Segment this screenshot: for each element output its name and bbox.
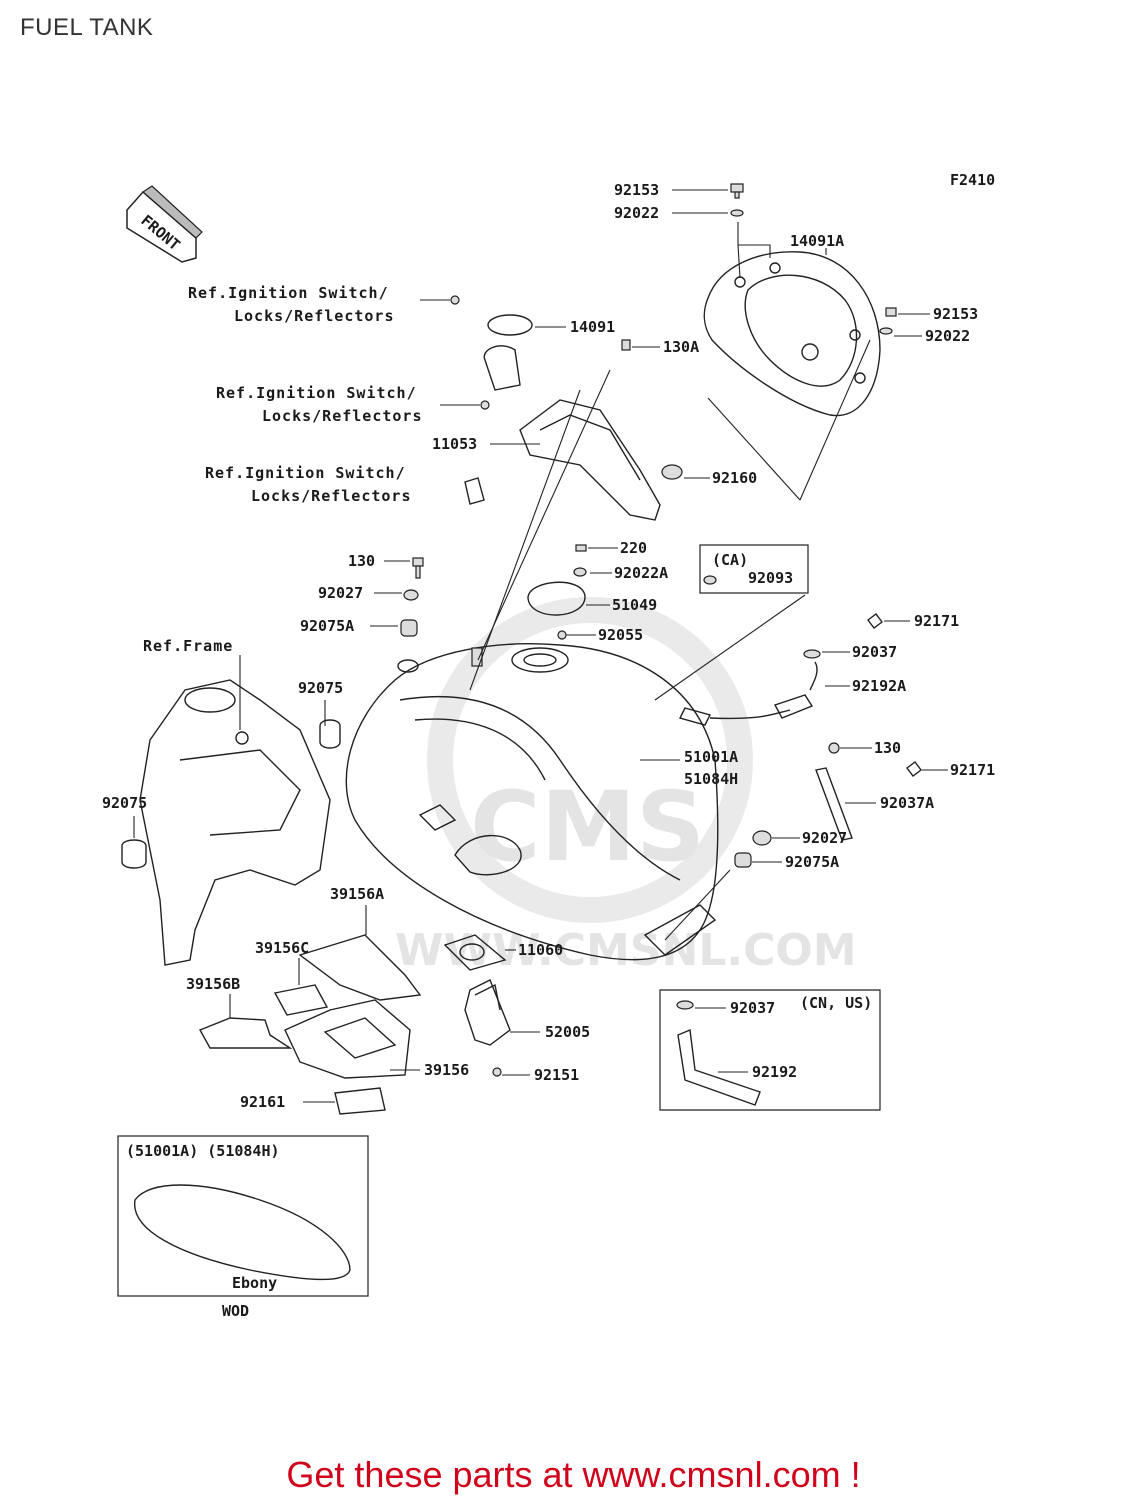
- fuel-cap: [400, 557, 586, 640]
- part-92022-top: 92022: [614, 204, 659, 222]
- part-92171-upper: 92171: [914, 612, 959, 630]
- leader-lines: [133, 189, 948, 1103]
- part-39156b: 39156B: [186, 975, 240, 993]
- part-11060: 11060: [518, 941, 563, 959]
- part-220: 220: [620, 539, 647, 557]
- inset-part: Ebony: [232, 1274, 277, 1292]
- part-labels: 92153 92022 14091A 92153 92022 14091 130…: [102, 181, 995, 1111]
- part-92075a-upper: 92075A: [300, 617, 354, 635]
- part-92027-upper: 92027: [318, 584, 363, 602]
- fuel-pump: [443, 934, 511, 1077]
- footer-cta-link[interactable]: Get these parts at www.cmsnl.com !: [286, 1454, 861, 1495]
- part-39156a: 39156A: [330, 885, 384, 903]
- part-92171-lower: 92171: [950, 761, 995, 779]
- fuel-tank-body: [345, 643, 719, 961]
- ref-ignition-2-line1: Ref.Ignition Switch/: [216, 384, 417, 402]
- watermark-url: WWW.CMSNL.COM: [395, 925, 857, 976]
- part-92093: 92093: [748, 569, 793, 587]
- part-92153-top: 92153: [614, 181, 659, 199]
- page-title: FUEL TANK: [20, 14, 154, 41]
- watermark: CMS WWW.CMSNL.COM: [395, 597, 857, 976]
- part-39156c: 39156C: [255, 939, 309, 957]
- part-92055: 92055: [598, 626, 643, 644]
- part-51049: 51049: [612, 596, 657, 614]
- part-51084h: 51084H: [684, 770, 738, 788]
- part-92037-lower: 92037: [730, 999, 775, 1017]
- part-92151: 92151: [534, 1066, 579, 1084]
- part-92153-right: 92153: [933, 305, 978, 323]
- inset-header: (51001A) (51084H): [126, 1142, 280, 1160]
- part-92192a: 92192A: [852, 677, 906, 695]
- ref-ignition-1-line2: Locks/Reflectors: [234, 307, 395, 325]
- part-92022a: 92022A: [614, 564, 668, 582]
- frame-section: [121, 679, 341, 966]
- ref-ignition-2-line2: Locks/Reflectors: [262, 407, 423, 425]
- part-92022-right: 92022: [925, 327, 970, 345]
- ca-label: (CA): [712, 551, 748, 569]
- part-14091a: 14091A: [790, 232, 844, 250]
- ignition-bracket: [450, 295, 683, 577]
- inset-code: WOD: [222, 1302, 249, 1320]
- part-39156: 39156: [424, 1061, 469, 1079]
- ref-labels: Ref.Ignition Switch/ Locks/Reflectors Re…: [143, 284, 423, 655]
- part-51001a: 51001A: [684, 748, 738, 766]
- front-arrow-icon: FRONT: [126, 185, 203, 263]
- inset-box: (51001A) (51084H) Ebony WOD: [117, 1135, 369, 1320]
- part-92075-left: 92075: [298, 679, 343, 697]
- watermark-brand: CMS: [470, 771, 705, 883]
- part-130-right: 130: [874, 739, 901, 757]
- part-52005: 52005: [545, 1023, 590, 1041]
- part-92027-lower: 92027: [802, 829, 847, 847]
- part-130-upper: 130: [348, 552, 375, 570]
- part-130a: 130A: [663, 338, 699, 356]
- seat-pads: [199, 934, 422, 1115]
- diagram-code: F2410: [950, 171, 995, 189]
- part-92037a: 92037A: [880, 794, 934, 812]
- part-92037-upper: 92037: [852, 643, 897, 661]
- part-92160: 92160: [712, 469, 757, 487]
- part-14091: 14091: [570, 318, 615, 336]
- ref-ignition-3-line2: Locks/Reflectors: [251, 487, 412, 505]
- cn-us-box: (CN, US): [659, 989, 881, 1111]
- part-92192: 92192: [752, 1063, 797, 1081]
- tank-cover-panel: [703, 251, 881, 417]
- cover-bolts: [730, 183, 897, 335]
- part-11053: 11053: [432, 435, 477, 453]
- cn-us-label: (CN, US): [800, 994, 872, 1012]
- vent-tubes: [678, 613, 922, 868]
- part-92161: 92161: [240, 1093, 285, 1111]
- ca-box: (CA) 92093: [699, 544, 809, 594]
- ref-ignition-3-line1: Ref.Ignition Switch/: [205, 464, 406, 482]
- ref-frame: Ref.Frame: [143, 637, 233, 655]
- ref-ignition-1-line1: Ref.Ignition Switch/: [188, 284, 389, 302]
- part-92075a-lower: 92075A: [785, 853, 839, 871]
- part-92075-frame: 92075: [102, 794, 147, 812]
